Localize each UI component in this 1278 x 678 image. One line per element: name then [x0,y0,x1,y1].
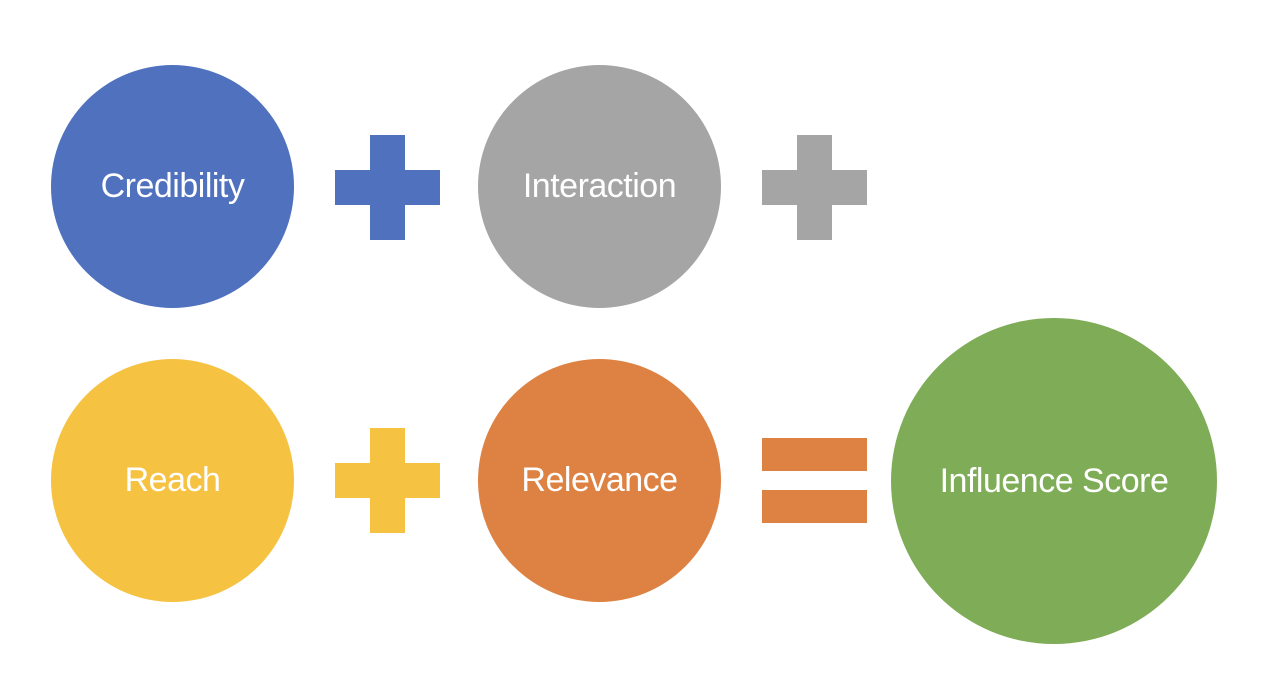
factor-interaction: Interaction [478,65,721,308]
factor-label: Credibility [100,167,245,205]
result-influence-score: Influence Score [891,318,1217,644]
factor-label: Relevance [521,461,678,499]
equals-bottom-bar [762,490,867,523]
factor-label: Interaction [522,167,677,205]
plus-vertical-bar [370,135,405,240]
plus-icon [335,428,440,533]
plus-vertical-bar [370,428,405,533]
plus-vertical-bar [797,135,832,240]
factor-relevance: Relevance [478,359,721,602]
equals-top-bar [762,438,867,471]
plus-icon [335,135,440,240]
result-label: Influence Score [939,461,1169,500]
equals-icon [762,438,867,523]
factor-label: Reach [124,461,221,499]
plus-icon [762,135,867,240]
factor-credibility: Credibility [51,65,294,308]
factor-reach: Reach [51,359,294,602]
